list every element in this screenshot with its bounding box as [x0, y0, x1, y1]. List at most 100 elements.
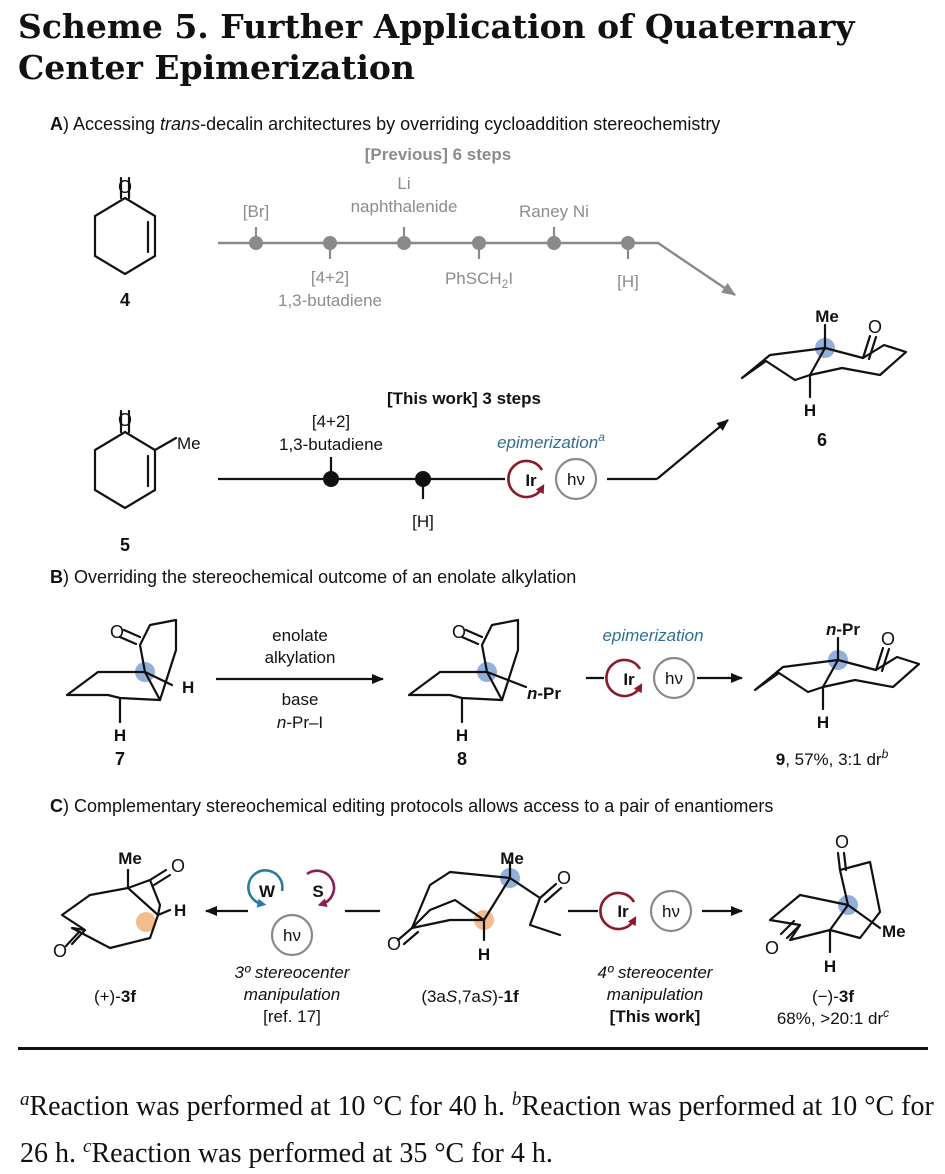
compound-7-bridgehead-h: H [114, 726, 126, 745]
light-label: hν [567, 470, 585, 489]
light-icon [649, 889, 693, 933]
iridium-catalyst-icon [605, 658, 643, 698]
left-caption-line2: manipulation [244, 985, 340, 1004]
compound-9-npropyl: n-Pr [826, 620, 860, 639]
new-step-h: [H] [412, 512, 434, 531]
compound-9-hydrogen: H [817, 713, 829, 732]
iridium-label: Ir [623, 670, 635, 689]
right-caption-line1: 4º stereocenter [598, 963, 714, 982]
compound-1f-oxygen-left: O [387, 934, 401, 954]
compound-1f-structure [396, 860, 563, 946]
iridium-label: Ir [525, 471, 537, 490]
left-caption-ref: [ref. 17] [263, 1007, 321, 1026]
left-caption-line1: 3º stereocenter [235, 963, 351, 982]
light-label: hν [283, 926, 301, 945]
condition-npr-i: n-Pr–I [277, 713, 323, 732]
compound-plus-3f-oxygen-left: O [53, 941, 67, 961]
light-icon [652, 656, 696, 700]
compound-5-oxygen: O [118, 410, 132, 430]
compound-8-oxygen: O [452, 622, 466, 642]
iridium-label: Ir [617, 902, 629, 921]
new-step-butadiene: 1,3-butadiene [279, 435, 383, 454]
compound-8-label: 8 [457, 749, 467, 769]
tungsten-catalyst-icon [247, 869, 284, 908]
compound-minus-3f-oxygen-top: O [835, 832, 849, 852]
compound-7-label: 7 [115, 749, 125, 769]
epimerization-label-b: epimerization [602, 626, 703, 645]
compound-plus-3f-oxygen-top: O [171, 856, 185, 876]
section-a-heading: A) Accessing trans-decalin architectures… [50, 114, 720, 134]
step-phsch2i: PhSCH2I [445, 269, 513, 291]
right-caption-this-work: [This work] [610, 1007, 701, 1026]
compound-minus-3f-hydrogen: H [824, 957, 836, 976]
step-li: Li [397, 174, 410, 193]
compound-8-bridgehead-h: H [456, 726, 468, 745]
iridium-catalyst-icon [507, 459, 545, 499]
light-label: hν [662, 902, 680, 921]
sulfur-label: S [312, 882, 323, 901]
light-icon [270, 913, 314, 957]
compound-8-structure [407, 618, 528, 724]
compound-5-methyl: Me [177, 434, 201, 453]
reaction-scheme: A) Accessing trans-decalin architectures… [50, 114, 921, 1028]
step-raney-ni: Raney Ni [519, 202, 589, 221]
step-h: [H] [617, 272, 639, 291]
footnote-c-text: Reaction was performed at 35 °C for 4 h. [91, 1138, 553, 1169]
compound-6-methyl: Me [815, 307, 839, 326]
tungsten-label: W [259, 882, 276, 901]
footnote-b-text: Reaction was performed at 10 °C for 26 h… [20, 1091, 934, 1169]
section-c-heading: C) Complementary stereochemical editing … [50, 796, 773, 816]
previous-route-label: [Previous] 6 steps [365, 145, 511, 164]
condition-base: base [282, 690, 319, 709]
compound-minus-3f-oxygen-left: O [765, 938, 779, 958]
compound-minus-3f-label: (−)-3f [812, 987, 854, 1006]
compound-plus-3f-structure [60, 868, 172, 950]
section-b-heading: B) Overriding the stereochemical outcome… [50, 567, 576, 587]
right-caption-line2: manipulation [607, 985, 703, 1004]
light-icon [554, 457, 598, 501]
scheme-title: Scheme 5. Further Application of Quatern… [18, 7, 855, 87]
compound-1f-oxygen-right: O [557, 868, 571, 888]
compound-plus-3f-hydrogen: H [174, 901, 186, 920]
compound-minus-3f-yield: 68%, >20:1 drc [777, 1006, 889, 1028]
step-naphthalenide: naphthalenide [351, 197, 458, 216]
footnote-a-mark: a [20, 1089, 30, 1110]
compound-7-oxygen: O [110, 622, 124, 642]
this-work-route-line [218, 419, 729, 499]
footnote-b-mark: b [511, 1089, 522, 1110]
footnote-divider [18, 1047, 928, 1050]
light-label: hν [665, 669, 683, 688]
compound-7-structure [65, 618, 178, 724]
condition-enolate: enolate [272, 626, 328, 645]
this-work-route-label: [This work] 3 steps [387, 389, 541, 408]
compound-6-structure [740, 323, 908, 399]
compound-plus-3f-label: (+)-3f [94, 987, 136, 1006]
compound-7-alpha-h: H [182, 678, 194, 697]
new-step-4p2: [4+2] [312, 412, 350, 431]
sulfur-catalyst-icon [306, 869, 336, 907]
footnote-a-text: Reaction was performed at 10 °C for 40 h… [29, 1091, 512, 1122]
compound-9-yield: 9, 57%, 3:1 drb [776, 747, 889, 769]
compound-1f-methyl: Me [500, 849, 524, 868]
footnotes: aReaction was performed at 10 °C for 40 … [20, 1080, 935, 1174]
step-4p2: [4+2] [311, 268, 349, 287]
compound-9-oxygen: O [881, 629, 895, 649]
compound-5-label: 5 [120, 535, 130, 555]
compound-4-label: 4 [120, 290, 130, 310]
compound-minus-3f-methyl: Me [882, 922, 906, 941]
compound-8-npropyl: n-Pr [527, 684, 561, 703]
compound-1f-hydrogen: H [478, 945, 490, 964]
condition-alkylation: alkylation [265, 648, 336, 667]
compound-1f-label: (3aS,7aS)-1f [421, 987, 519, 1006]
footnote-c-mark: c [83, 1136, 92, 1157]
step-butadiene: 1,3-butadiene [278, 291, 382, 310]
epimerization-label-a: epimerizationa [497, 430, 605, 452]
compound-6-hydrogen: H [804, 401, 816, 420]
compound-6-oxygen: O [868, 317, 882, 337]
step-br: [Br] [243, 202, 269, 221]
compound-5-structure [93, 409, 178, 510]
compound-4-structure [93, 176, 157, 276]
previous-route-line [218, 227, 736, 296]
compound-minus-3f-structure [768, 851, 882, 954]
compound-9-structure [753, 636, 921, 711]
